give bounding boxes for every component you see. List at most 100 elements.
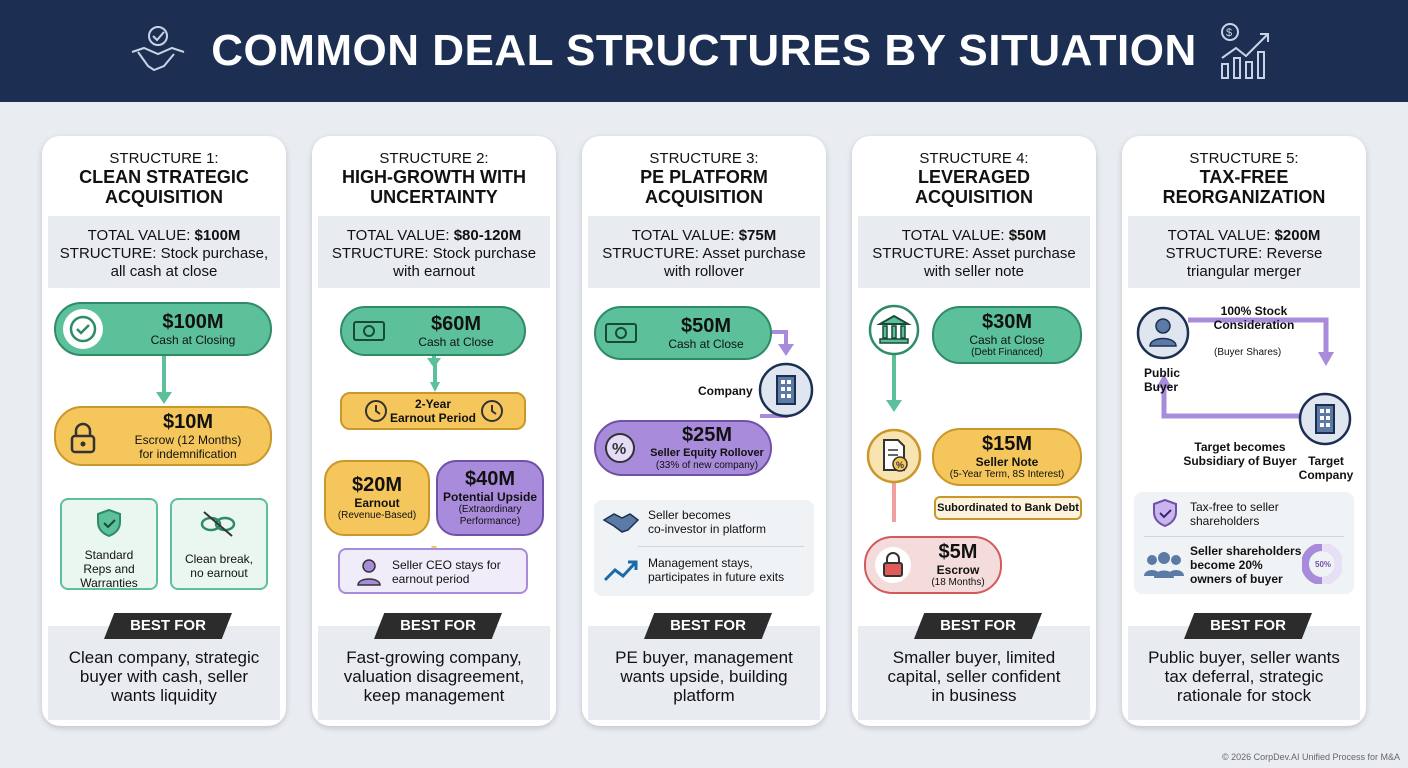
best-for-line: in business	[931, 686, 1017, 705]
node-amount: $15M	[981, 433, 1033, 455]
structure-card-1: STRUCTURE 1: CLEAN STRATEGIC ACQUISITION…	[42, 136, 286, 726]
svg-text:$: $	[1226, 27, 1232, 39]
card-label: STRUCTURE 5:	[1189, 150, 1299, 167]
box-text: Seller becomes	[648, 508, 731, 522]
node-amount: $5M	[938, 541, 978, 563]
node-sub: Cash at Close	[969, 333, 1045, 347]
best-for-line: Public buyer, seller wants	[1148, 648, 1340, 667]
box-text: earnout period	[392, 572, 470, 586]
card-label: STRUCTURE 1:	[109, 150, 219, 167]
flow-arrows	[156, 352, 172, 404]
box-text: participates in future exits	[648, 570, 785, 584]
structure-prefix: STRUCTURE:	[602, 245, 699, 262]
clock-icon	[365, 400, 387, 422]
best-for-section: BEST FOR PE buyer, management wants upsi…	[588, 613, 820, 720]
structure-prefix: STRUCTURE:	[1165, 245, 1263, 262]
header-banner: COMMON DEAL STRUCTURES BY SITUATION $	[0, 0, 1408, 102]
card-title-line-1: TAX-FREE	[1199, 167, 1289, 187]
node-amount: $25M	[681, 424, 733, 446]
card-title-line-2: UNCERTAINTY	[370, 187, 498, 207]
box-text: owners of buyer	[1190, 572, 1283, 586]
card-title-line-2: ACQUISITION	[104, 187, 223, 207]
node-sub: Cash at Close	[668, 337, 744, 351]
node-sub: Cash at Closing	[150, 333, 236, 347]
node-sub: Earnout	[354, 496, 400, 510]
label-line: Company	[1298, 468, 1354, 482]
node-sub-2: (Revenue-Based)	[337, 510, 417, 521]
divider	[1144, 536, 1344, 537]
best-for-line: buyer with cash, seller	[79, 667, 249, 686]
node-amount: $10M	[162, 411, 214, 433]
structure-text: Asset purchase	[702, 245, 806, 262]
total-value: $200M	[1274, 227, 1321, 244]
person-icon	[1136, 306, 1190, 360]
total-value: $100M	[194, 227, 241, 244]
box-text: Standard	[84, 548, 134, 562]
growth-chart-icon: $	[1221, 23, 1269, 79]
node-sub-2: (18 Months)	[931, 577, 985, 588]
card-title-line-2: ACQUISITION	[914, 187, 1033, 207]
node-sub-3: Performance)	[459, 516, 521, 527]
copyright-text: © 2026 CorpDev.AI Unified Process for M&…	[1221, 752, 1400, 762]
structure-prefix: STRUCTURE:	[59, 245, 157, 262]
structure-text-2: all cash at close	[110, 263, 218, 280]
box-text: Seller CEO stays for	[392, 558, 501, 572]
lock-icon	[70, 422, 96, 454]
node-sub: Escrow (12 Months)	[134, 433, 242, 447]
box-text: Reps and	[83, 562, 135, 576]
document-percent-icon: %	[866, 428, 922, 484]
pie-chart-icon: 50%	[1302, 544, 1342, 584]
node-seller-note: $15M Seller Note (5-Year Term, 8S Intere…	[932, 428, 1082, 486]
shield-check-icon	[1153, 498, 1177, 528]
arrow-down-icon	[430, 360, 440, 392]
node-amount: $100M	[162, 311, 224, 333]
node-earnout-period: 2-Year Earnout Period	[340, 392, 526, 430]
node-sub: Cash at Close	[418, 335, 494, 349]
node-earnout: $20M Earnout (Revenue-Based)	[324, 460, 430, 536]
node-amount: $50M	[680, 315, 732, 337]
pie-chart-label: 50%	[1315, 560, 1331, 569]
subsidiary-label: Target becomes Subsidiary of Buyer	[1180, 440, 1300, 468]
node-sub: Escrow	[936, 563, 980, 577]
node-sub: Potential Upside	[442, 490, 537, 504]
node-amount: $30M	[981, 311, 1033, 333]
box-text: Management stays,	[648, 556, 753, 570]
label-line: Consideration	[1213, 318, 1295, 332]
node-amount: $40M	[464, 468, 516, 490]
flow-arrows	[1156, 317, 1334, 419]
structure-prefix: STRUCTURE:	[872, 245, 969, 262]
card-title-line-1: CLEAN STRATEGIC	[79, 167, 249, 187]
benefit-1: Seller becomes co-investor in platform	[648, 508, 766, 536]
best-for-line: PE buyer, management	[615, 648, 793, 667]
box-text: Seller shareholders	[1190, 544, 1302, 558]
building-icon	[1298, 392, 1352, 446]
card-diagram: $100M Cash at Closing $10M Escrow (12 Mo…	[42, 288, 286, 618]
cash-icon	[353, 321, 385, 341]
node-potential-upside: $40M Potential Upside (Extraordinary Per…	[436, 460, 544, 536]
node-sub-2: (Debt Financed)	[971, 347, 1043, 358]
best-for-tag: BEST FOR	[644, 613, 772, 639]
total-value: $50M	[1008, 227, 1047, 244]
handshake-icon	[131, 26, 185, 72]
best-for-line: tax deferral, strategic	[1164, 667, 1324, 686]
best-for-tag: BEST FOR	[1184, 613, 1312, 639]
node-sub: Earnout Period	[389, 411, 476, 425]
handshake-icon	[602, 513, 640, 533]
total-prefix: TOTAL VALUE:	[631, 227, 735, 244]
card-title-line-1: PE PLATFORM	[640, 167, 768, 187]
percent-icon: %	[605, 433, 635, 463]
total-value: $80-120M	[453, 227, 522, 244]
best-for-line: rationale for stock	[1176, 686, 1312, 705]
best-for-line: platform	[673, 686, 735, 705]
box-reps-warranties: Standard Reps and Warranties	[60, 498, 158, 590]
structure-text-2: with rollover	[663, 263, 745, 280]
best-for-section: BEST FOR Public buyer, seller wants tax …	[1128, 613, 1360, 720]
best-for-section: BEST FOR Smaller buyer, limited capital,…	[858, 613, 1090, 720]
best-for-line: Smaller buyer, limited	[892, 648, 1056, 667]
buyer-shares-label: (Buyer Shares)	[1214, 347, 1282, 358]
node-amount: $20M	[351, 474, 403, 496]
box-text: no earnout	[190, 566, 248, 580]
best-for-line: capital, seller confident	[887, 667, 1061, 686]
best-for-line: valuation disagreement,	[343, 667, 525, 686]
cash-icon	[605, 323, 637, 343]
